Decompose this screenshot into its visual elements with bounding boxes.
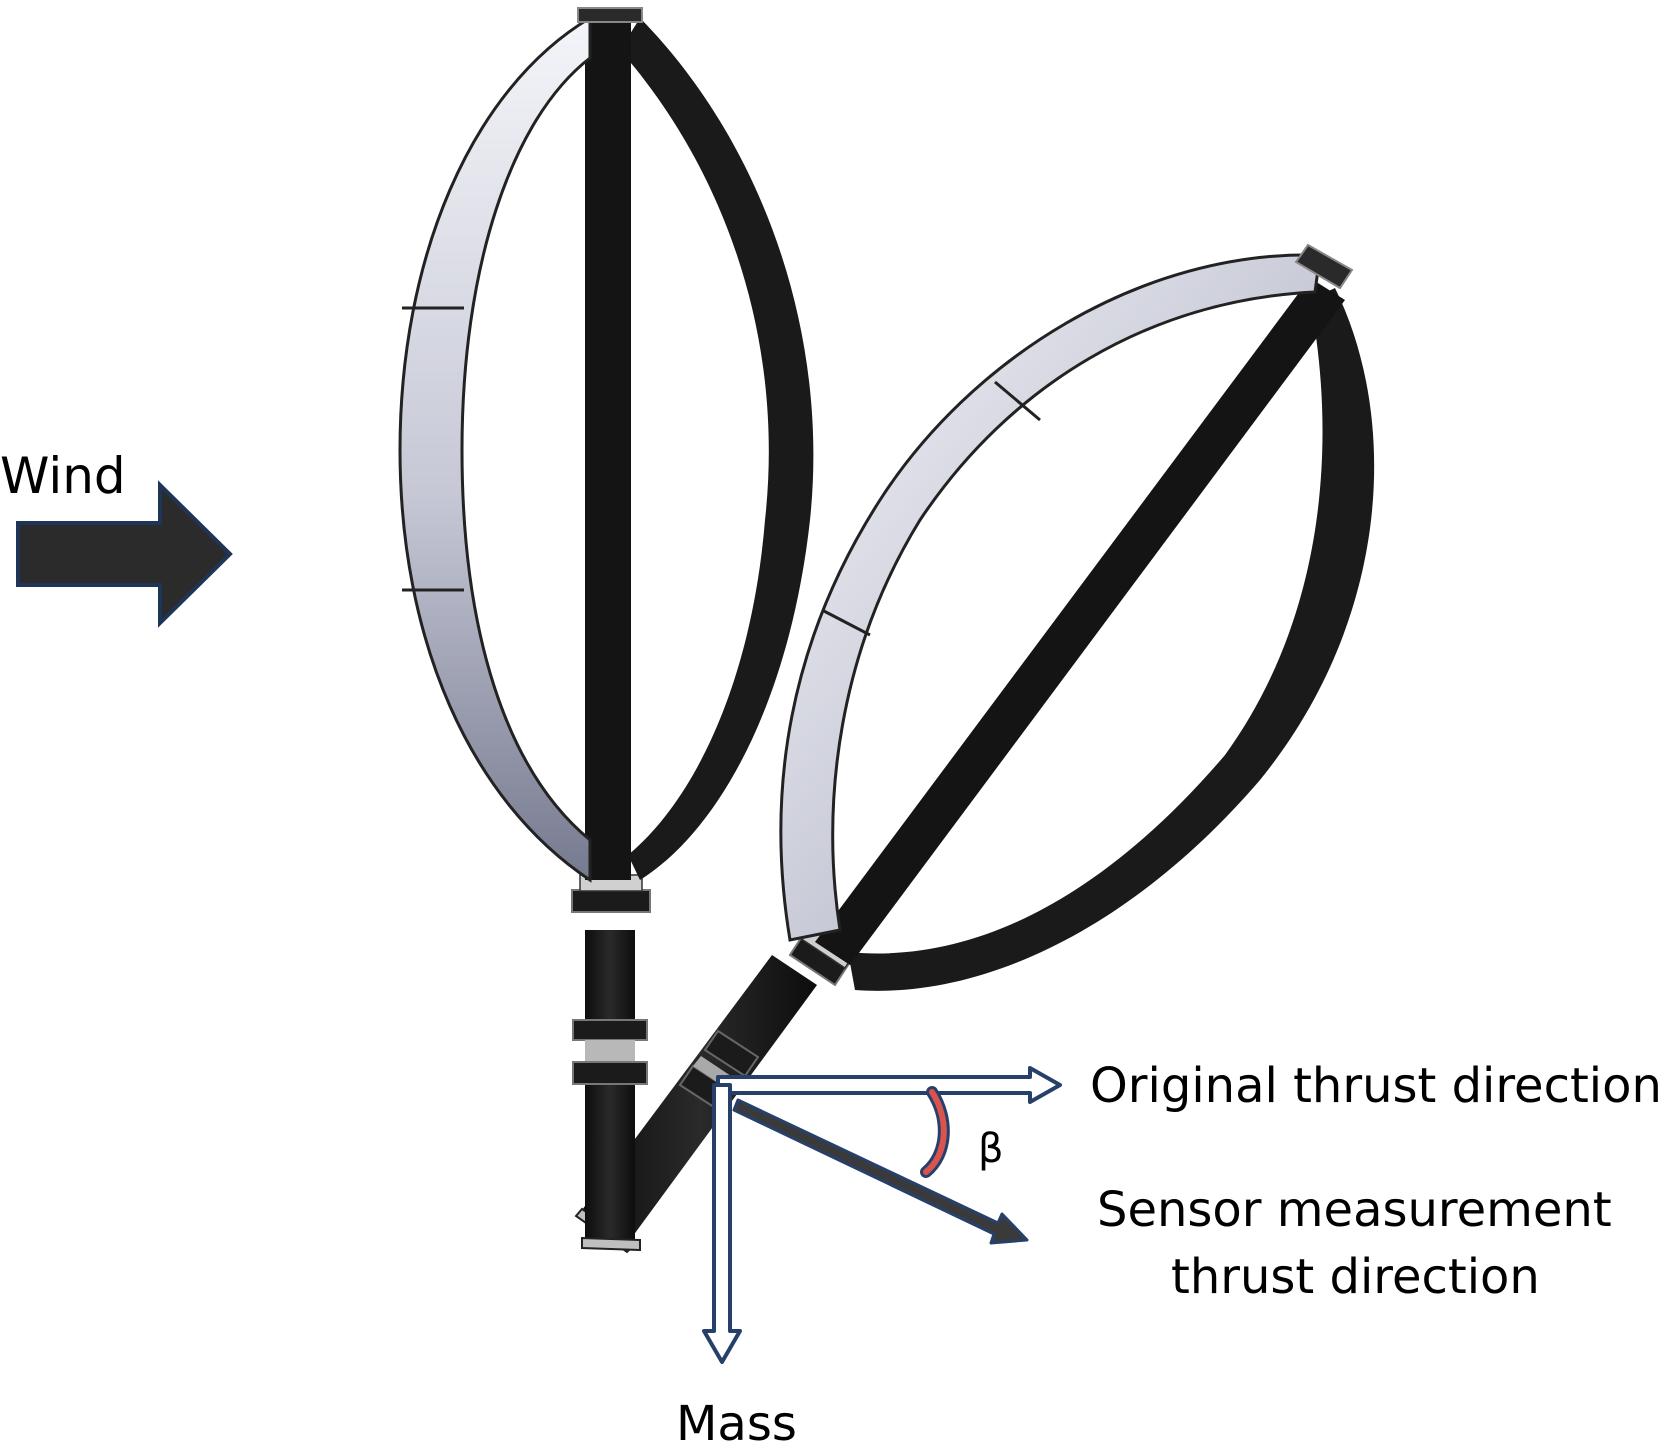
upright-rotor-spar xyxy=(585,20,631,880)
tilted-rotor-segment-line xyxy=(994,380,1041,422)
upright-rotor-collar xyxy=(572,1061,648,1085)
tilted-rotor-top-cap xyxy=(1294,243,1354,290)
tilted-rotor-segment-line xyxy=(821,608,871,637)
original-thrust-label: Original thrust direction xyxy=(1090,1058,1662,1114)
mass-label: Mass xyxy=(676,1396,797,1447)
original-thrust-arrow-icon xyxy=(716,1066,1062,1104)
upright-rotor-pole xyxy=(585,930,635,1245)
upright-rotor-collar xyxy=(572,1019,648,1041)
sensor-thrust-label-line1: Sensor measurement xyxy=(1097,1182,1612,1238)
beta-label: β xyxy=(978,1126,1004,1172)
tilted-rotor-dark-blade xyxy=(848,288,1375,991)
sensor-thrust-arrow-icon xyxy=(732,1098,1029,1245)
beta-angle-arc-inner xyxy=(923,1089,947,1175)
upright-rotor-collar xyxy=(585,1040,635,1062)
tilted-rotor-collar xyxy=(703,1029,760,1078)
tilted-rotor-spar xyxy=(815,278,1345,965)
tilted-rotor xyxy=(574,243,1375,1254)
wind-label: Wind xyxy=(0,447,126,505)
upright-rotor-base-plate xyxy=(581,1236,641,1252)
upright-rotor-dark-blade xyxy=(620,18,814,880)
wind-arrow-icon xyxy=(16,480,233,628)
upright-rotor-light-blade xyxy=(398,15,592,883)
tilted-rotor-light-blade xyxy=(779,253,1322,942)
upright-rotor xyxy=(398,7,814,1252)
upright-rotor-hub xyxy=(571,889,651,913)
sensor-thrust-label-line2: thrust direction xyxy=(1171,1249,1540,1305)
mass-arrow-icon xyxy=(702,1083,742,1364)
force-vectors xyxy=(702,1066,1062,1364)
upright-rotor-top-cap xyxy=(577,7,643,23)
